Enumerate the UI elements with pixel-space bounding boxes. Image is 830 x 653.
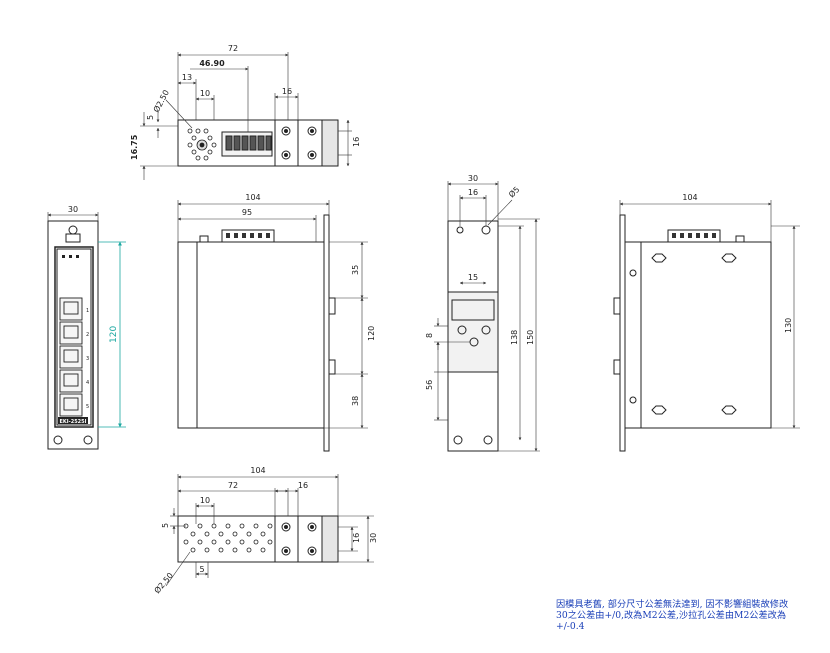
revision-note: 因模具老舊, 部分尺寸公差無法達到, 因不影響組裝故修改 30之公差由+/0,改…: [556, 599, 816, 632]
dim-right-height: 130: [784, 318, 793, 333]
dim-rear-inner: 16: [468, 188, 478, 197]
dim-rear-slot: 15: [468, 273, 478, 282]
front-view: EKI-2525I 1 2 3 4 5 30 120: [47, 205, 126, 450]
revision-note-line-2: 30之公差由+/0,改為M2公差,沙拉孔公差由M2公差改為: [556, 610, 787, 621]
dim-top-width: 72: [228, 44, 238, 53]
revision-note-line-3: +/-0.4: [556, 621, 585, 632]
dim-side-top-gap: 35: [351, 265, 360, 275]
dim-side-bottom: 38: [351, 396, 360, 406]
vent-holes: [187, 128, 217, 161]
dim-top-offset-b: 13: [182, 73, 192, 82]
dim-bottom-hole-pitch: 10: [200, 496, 210, 505]
dim-top-flange-h: 16: [352, 137, 361, 147]
dim-front-width: 30: [68, 205, 78, 214]
side-view: 104 95 35 120 38: [177, 193, 376, 452]
dim-side-mid: 120: [367, 326, 376, 341]
dim-bottom-row2: 5: [199, 565, 204, 574]
port-number-2: 2: [86, 332, 89, 338]
dim-top-hole-pitch: 10: [200, 89, 210, 98]
dim-bottom-h30: 30: [369, 533, 378, 543]
port-number-3: 3: [86, 356, 89, 362]
dim-rear-width: 30: [468, 174, 478, 183]
dim-bottom-row: 5: [161, 523, 170, 528]
bottom-vent-holes: [183, 523, 273, 553]
port-number-1: 1: [86, 308, 89, 314]
bottom-mount-holes: [281, 522, 317, 556]
dim-front-height: 120: [109, 326, 119, 343]
dim-bottom-h16: 16: [352, 533, 361, 543]
dim-rear-low: 56: [425, 380, 434, 390]
dim-rear-150: 150: [526, 330, 535, 345]
port-number-4: 4: [86, 380, 89, 386]
dim-top-depth: 16.75: [130, 134, 139, 160]
dim-bottom-flange-w: 16: [298, 481, 308, 490]
dim-top-hole-dia: Ø2.50: [151, 88, 171, 114]
dim-rear-small: 8: [425, 333, 434, 338]
port-number-5: 5: [86, 404, 89, 410]
dim-rear-138: 138: [510, 330, 519, 345]
dim-rear-hole-dia: Ø5: [506, 184, 521, 199]
rj45-ports: [59, 297, 83, 417]
mount-holes: [281, 126, 317, 160]
dim-top-flange-w: 16: [282, 87, 292, 96]
led-indicators: [62, 255, 79, 258]
dim-bottom-hole-dia: Ø2.50: [152, 570, 175, 595]
device-model-label: EKI-2525I: [59, 419, 86, 425]
dim-right-overall: 104: [682, 193, 697, 202]
bottom-view: 104 72 16 10 5 Ø2.50 5 16 30: [152, 466, 378, 595]
right-view: 104 130: [613, 193, 800, 452]
dim-top-offset-a: 46.90: [199, 59, 225, 68]
revision-note-line-1: 因模具老舊, 部分尺寸公差無法達到, 因不影響組裝故修改: [556, 599, 789, 610]
dim-bottom-width: 72: [228, 481, 238, 490]
dim-bottom-overall: 104: [250, 466, 265, 475]
top-view: 72 46.90 13 10 16 16 Ø2.50 5 16.75: [130, 44, 361, 180]
dim-side-overall: 104: [245, 193, 260, 202]
terminal-block: [221, 131, 273, 157]
dim-top-hole-row: 5: [146, 115, 155, 120]
dim-side-body: 95: [242, 208, 252, 217]
top-dimensions: [140, 52, 352, 180]
rear-view: 30 16 Ø5 15 8 56 138 150: [425, 174, 540, 452]
